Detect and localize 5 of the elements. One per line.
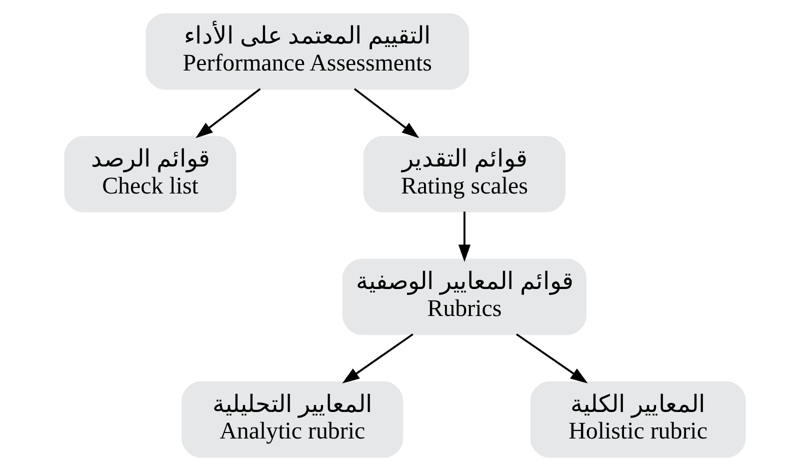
arrow	[196, 88, 261, 138]
arrow	[354, 88, 420, 138]
arrow	[342, 333, 414, 384]
arrow	[516, 333, 588, 384]
arrow	[458, 212, 471, 262]
